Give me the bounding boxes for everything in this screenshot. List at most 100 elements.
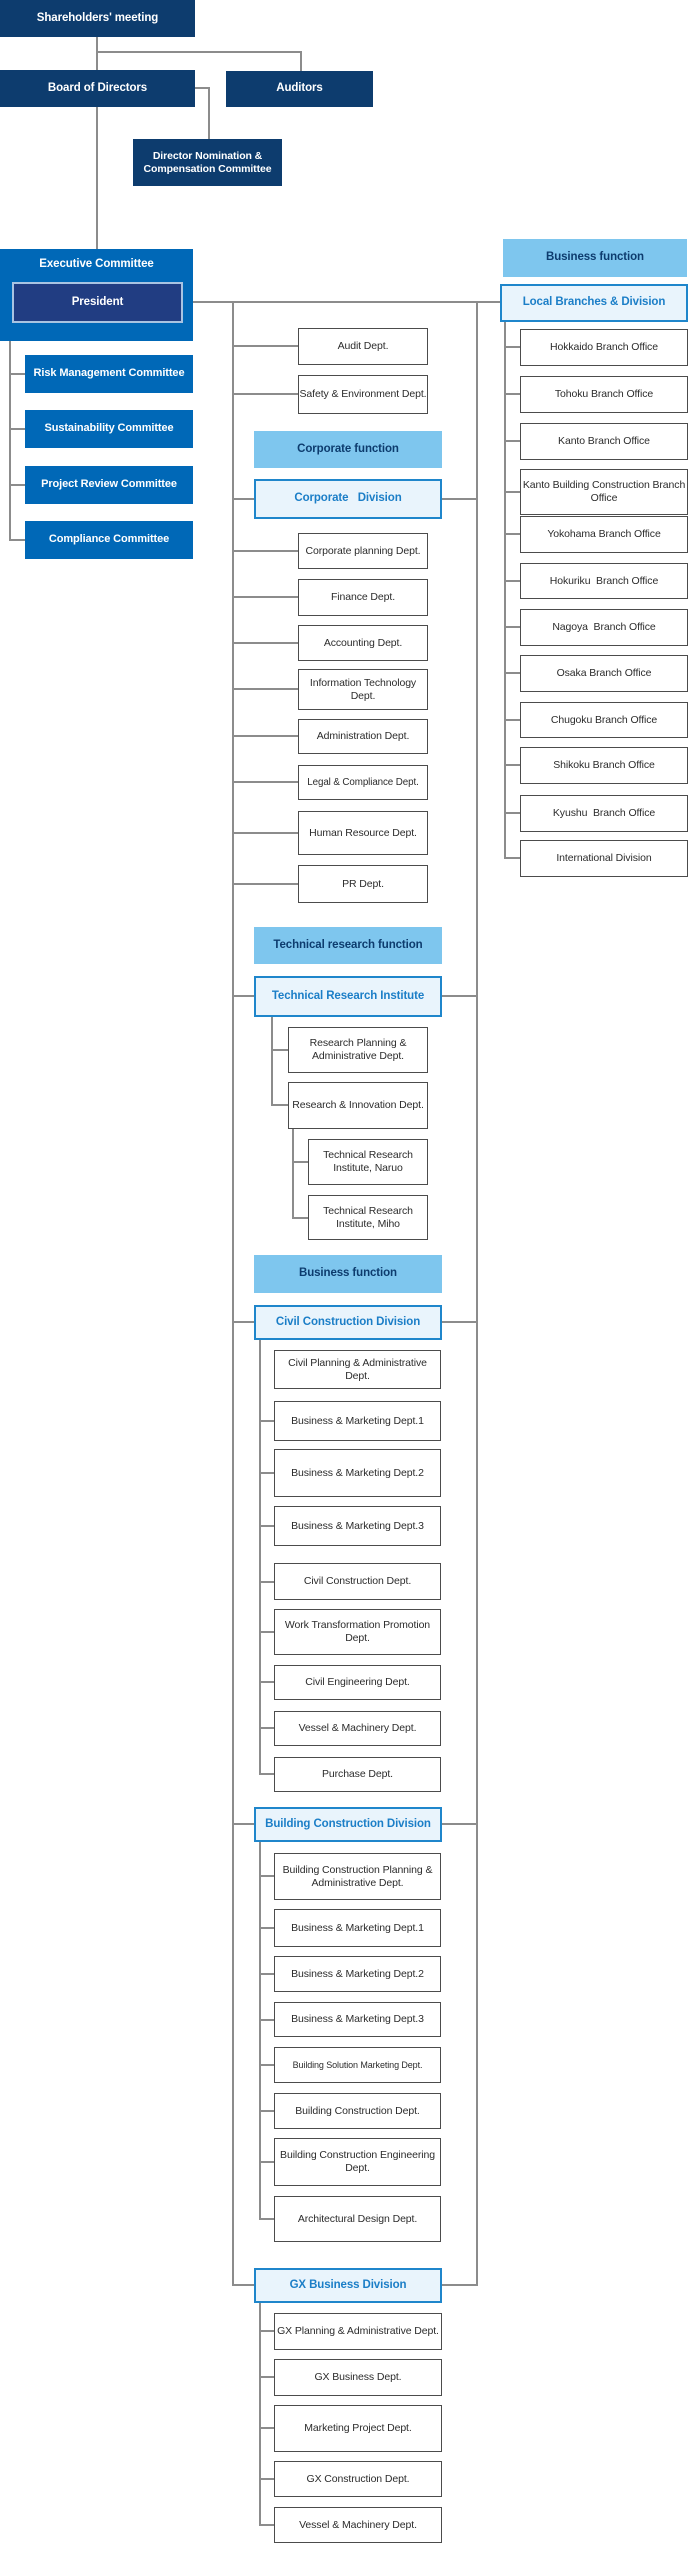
connector-dept-stub (259, 1875, 274, 1877)
connector-technical-right (442, 995, 477, 997)
connector-dept-stub (292, 1161, 308, 1163)
org-box-legal-compliance-dept: Legal & Compliance Dept. (298, 765, 428, 800)
org-box-nagoya-branch-office: Nagoya Branch Office (520, 609, 688, 646)
connector-right-spine (476, 301, 478, 2286)
connector-committee-stub (9, 484, 26, 486)
org-box-building-business-marketing-dept1: Business & Marketing Dept.1 (274, 1909, 441, 1947)
org-box-board-of-directors: Board of Directors (0, 70, 195, 107)
org-box-audit-dept: Audit Dept. (298, 328, 428, 365)
connector-technical-left (233, 995, 254, 997)
org-box-building-business-marketing-dept2: Business & Marketing Dept.2 (274, 1956, 441, 1992)
org-box-architectural-design-dept: Architectural Design Dept. (274, 2196, 441, 2242)
org-box-shareholders-meeting: Shareholders' meeting (0, 0, 195, 37)
connector-branch-stub (504, 764, 520, 766)
connector-gx-subtrunk (259, 2303, 261, 2526)
org-box-building-construction-engineering-dept: Building Construction Engineering Dept. (274, 2138, 441, 2186)
connector-dept-stub (259, 2427, 274, 2429)
org-box-kyushu-branch-office: Kyushu Branch Office (520, 795, 688, 832)
org-box-human-resource-dept: Human Resource Dept. (298, 811, 428, 855)
org-box-gx-business-dept: GX Business Dept. (274, 2359, 442, 2396)
org-box-sustainability-committee: Sustainability Committee (25, 410, 193, 448)
org-box-building-business-marketing-dept3: Business & Marketing Dept.3 (274, 2002, 441, 2037)
connector-dept-stub (233, 832, 298, 834)
connector-branch-stub (504, 812, 520, 814)
connector-civil-subtrunk (259, 1340, 261, 1775)
org-box-civil-planning-administrative-dept: Civil Planning & Administrative Dept. (274, 1350, 441, 1389)
connector-dept-stub (259, 1581, 274, 1583)
connector-dept-stub (259, 2330, 274, 2332)
connector-dept-stub (259, 2478, 274, 2480)
connector-dept-stub (259, 1773, 274, 1775)
org-box-civil-business-marketing-dept3: Business & Marketing Dept.3 (274, 1506, 441, 1546)
connector-dept-stub (271, 1049, 288, 1051)
banner-business-function-branches: Business function (503, 239, 687, 277)
org-box-local-branches-division: Local Branches & Division (500, 284, 688, 322)
connector-branch-stub (504, 491, 520, 493)
connector-safety-stub (233, 393, 298, 395)
org-box-building-construction-dept: Building Construction Dept. (274, 2093, 441, 2129)
connector-dept-stub (259, 1420, 274, 1422)
org-box-research-planning-administrative-dept: Research Planning & Administrative Dept. (288, 1027, 428, 1073)
org-box-safety-environment-dept: Safety & Environment Dept. (298, 375, 428, 414)
org-box-hokkaido-branch-office: Hokkaido Branch Office (520, 329, 688, 366)
org-box-gx-planning-administrative-dept: GX Planning & Administrative Dept. (274, 2313, 442, 2350)
connector-committee-stub (9, 428, 26, 430)
connector-branches-subtrunk (504, 322, 506, 859)
org-box-risk-management-committee: Risk Management Committee (25, 355, 193, 393)
org-box-auditors: Auditors (226, 71, 373, 107)
connector-dept-stub (259, 1631, 274, 1633)
connector-dept-stub (259, 1681, 274, 1683)
connector-dept-stub (259, 2110, 274, 2112)
connector-branch-stub (504, 346, 520, 348)
connector-dept-stub (259, 1525, 274, 1527)
connector-civil-right (442, 1321, 477, 1323)
connector-branch-stub (504, 672, 520, 674)
connector-dept-stub (259, 2161, 274, 2163)
connector-dept-stub (233, 596, 298, 598)
connector-dept-stub (259, 2019, 274, 2021)
connector-dept-stub (271, 1104, 288, 1106)
connector-technical-subtrunk (271, 1017, 273, 1106)
org-box-chugoku-branch-office: Chugoku Branch Office (520, 702, 688, 738)
org-box-research-innovation-dept: Research & Innovation Dept. (288, 1082, 428, 1129)
org-box-civil-construction-dept: Civil Construction Dept. (274, 1563, 441, 1600)
connector-dept-stub (233, 735, 298, 737)
connector-dept-stub (259, 2376, 274, 2378)
connector-president-main-h (183, 301, 500, 303)
connector-left-trunk (232, 301, 234, 2286)
connector-corporate-left (233, 498, 254, 500)
connector-audit-stub (233, 345, 298, 347)
org-box-civil-vessel-machinery-dept: Vessel & Machinery Dept. (274, 1711, 441, 1746)
org-box-work-transformation-promotion-dept: Work Transformation Promotion Dept. (274, 1609, 441, 1655)
org-box-shikoku-branch-office: Shikoku Branch Office (520, 747, 688, 784)
org-box-gx-business-division: GX Business Division (254, 2268, 442, 2303)
org-box-technical-research-institute-naruo: Technical Research Institute, Naruo (308, 1139, 428, 1185)
connector-branch-stub (504, 626, 520, 628)
org-box-marketing-project-dept: Marketing Project Dept. (274, 2405, 442, 2452)
org-box-civil-engineering-dept: Civil Engineering Dept. (274, 1665, 441, 1700)
org-box-civil-business-marketing-dept1: Business & Marketing Dept.1 (274, 1401, 441, 1441)
org-box-project-review-committee: Project Review Committee (25, 466, 193, 504)
org-box-kanto-branch-office: Kanto Branch Office (520, 423, 688, 460)
org-box-hokuriku-branch-office: Hokuriku Branch Office (520, 563, 688, 599)
connector-civil-left (233, 1321, 254, 1323)
org-box-director-nomination-committee: Director Nomination & Compensation Commi… (133, 139, 282, 186)
org-box-finance-dept: Finance Dept. (298, 579, 428, 616)
connector-branch-stub (504, 393, 520, 395)
org-box-building-construction-planning-administrative-dept: Building Construction Planning & Adminis… (274, 1853, 441, 1900)
org-box-technical-research-institute-miho: Technical Research Institute, Miho (308, 1195, 428, 1240)
org-box-osaka-branch-office: Osaka Branch Office (520, 655, 688, 692)
connector-branch-stub (504, 857, 520, 859)
org-box-technical-research-institute: Technical Research Institute (254, 976, 442, 1017)
connector-dept-stub (259, 1973, 274, 1975)
org-box-gx-construction-dept: GX Construction Dept. (274, 2461, 442, 2497)
banner-technical-research-function: Technical research function (254, 927, 442, 964)
connector-shareholders-auditors-h (97, 51, 302, 53)
org-box-compliance-committee: Compliance Committee (25, 521, 193, 559)
connector-gx-left (233, 2284, 254, 2286)
connector-shareholders-board (96, 37, 98, 70)
connector-branch-stub (504, 580, 520, 582)
connector-dept-stub (259, 2064, 274, 2066)
org-box-accounting-dept: Accounting Dept. (298, 625, 428, 661)
